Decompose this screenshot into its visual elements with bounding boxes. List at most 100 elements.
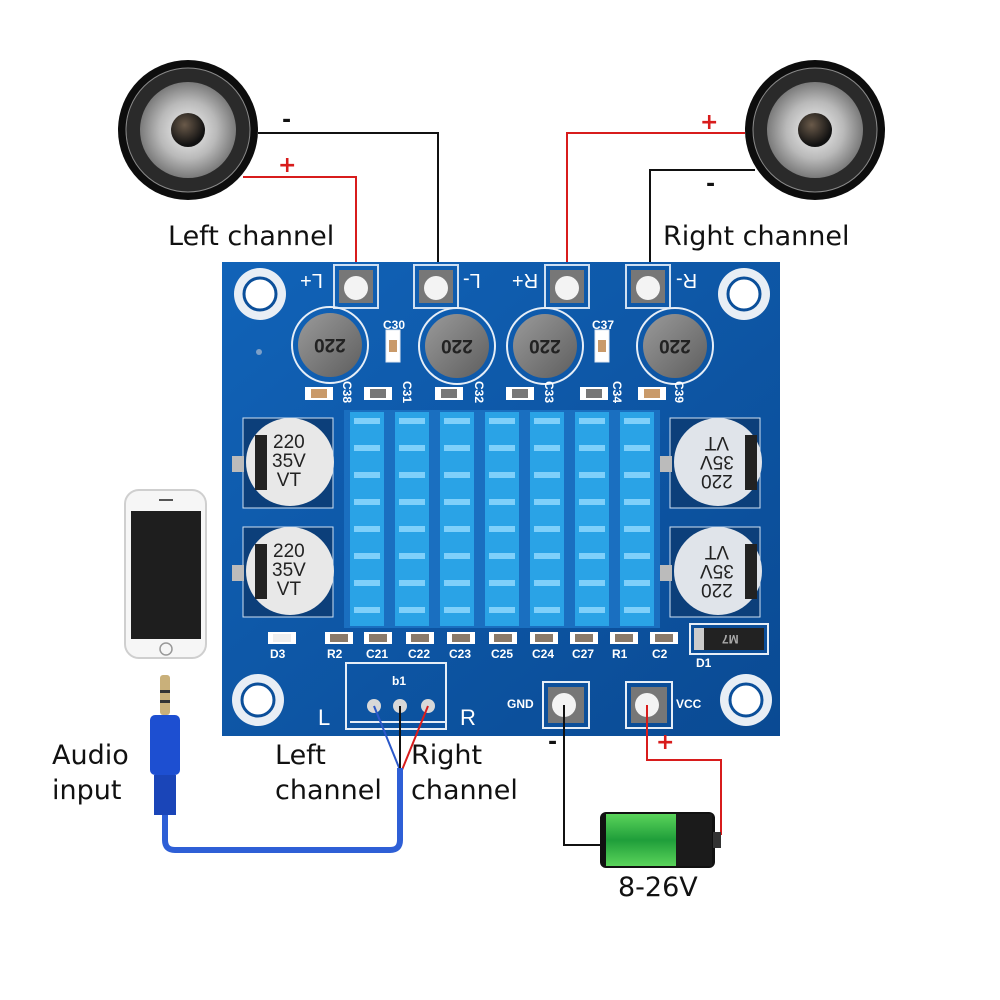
left-speaker-positive-sign: + [278, 153, 297, 178]
heatsink-ridge [444, 418, 470, 424]
heatsink-fin [485, 412, 519, 626]
heatsink-ridge [624, 499, 650, 505]
heatsink-ridge [534, 553, 560, 559]
smd-label: C22 [408, 647, 431, 661]
heatsink-icon [344, 410, 660, 628]
heatsink-ridge [579, 580, 605, 586]
vcc-wire [646, 705, 722, 835]
audio-input-label-line1: Audio [52, 740, 129, 771]
battery-negative-sign: - [548, 730, 558, 755]
mounting-hole-icon [232, 268, 772, 726]
smd-label: D3 [270, 647, 286, 661]
smd-label: C31 [400, 380, 415, 404]
left-speaker-negative-sign: - [282, 108, 292, 133]
heatsink-fin [575, 412, 609, 626]
heatsink-ridge [489, 526, 515, 532]
smd-component-body [575, 634, 593, 642]
heatsink-ridge [489, 472, 515, 478]
smd-label: R2 [327, 647, 343, 661]
left-channel-input-label-line1: Left [275, 740, 326, 771]
heatsink-ridge [354, 499, 380, 505]
heatsink-ridge [534, 499, 560, 505]
heatsink-ridge [579, 607, 605, 613]
smd-component-body [615, 634, 633, 642]
heatsink-ridge [399, 445, 425, 451]
heatsink-fin [530, 412, 564, 626]
smd-component-icon [305, 387, 666, 400]
audio-input-label-line2: input [52, 775, 122, 806]
heatsink-fin [620, 412, 654, 626]
heatsink-ridge [534, 607, 560, 613]
input-right-label: R [460, 705, 476, 730]
heatsink-ridge [444, 445, 470, 451]
ground-wire [563, 705, 600, 846]
heatsink-ridge [624, 445, 650, 451]
heatsink-ridge [399, 580, 425, 586]
heatsink-ridge [399, 607, 425, 613]
left-speaker-negative-wire [258, 132, 439, 288]
heatsink-ridge [534, 418, 560, 424]
right-input-wire [401, 705, 429, 771]
battery-positive-sign: + [656, 730, 675, 755]
smd-label: C21 [366, 647, 389, 661]
heatsink-ridge [534, 472, 560, 478]
right-speaker-negative-sign: - [706, 172, 716, 197]
smd-label: C27 [572, 647, 595, 661]
audio-cable [162, 768, 403, 853]
left-channel-input-label-line2: channel [275, 775, 382, 806]
right-channel-speaker-label: Right channel [663, 221, 850, 252]
cap-label-c30: C30 [383, 318, 406, 332]
left-channel-speaker-label: Left channel [168, 221, 335, 252]
heatsink-ridge [534, 580, 560, 586]
right-speaker-positive-sign: + [700, 110, 719, 135]
diode-label: D1 [696, 656, 712, 670]
vcc-label: VCC [676, 697, 702, 711]
heatsink-ridge [489, 580, 515, 586]
smd-label: C2 [652, 647, 668, 661]
smartphone-icon [124, 489, 207, 659]
smd-label: C24 [532, 647, 555, 661]
smd-label: C39 [672, 380, 687, 404]
smd-component-body [655, 634, 673, 642]
left-input-wire [373, 705, 401, 771]
heatsink-ridge [354, 472, 380, 478]
right-speaker-icon [745, 60, 885, 200]
heatsink-ridge [534, 526, 560, 532]
heatsink-ridge [579, 526, 605, 532]
smd-label: C23 [449, 647, 472, 661]
amplifier-board [222, 262, 780, 736]
smd-label: C25 [491, 647, 514, 661]
heatsink-fin [440, 412, 474, 626]
heatsink-ridge [354, 418, 380, 424]
heatsink-ridge [354, 445, 380, 451]
heatsink-ridge [534, 445, 560, 451]
heatsink-ridge [489, 499, 515, 505]
heatsink-ridge [399, 418, 425, 424]
input-header-label: b1 [392, 674, 407, 688]
heatsink-ridge [579, 445, 605, 451]
heatsink-ridge [579, 418, 605, 424]
heatsink-ridge [399, 472, 425, 478]
heatsink-ridge [624, 472, 650, 478]
heatsink-fin [350, 412, 384, 626]
smd-component-body [273, 634, 291, 642]
smd-component-body [452, 634, 470, 642]
smd-label: C32 [472, 380, 487, 404]
terminal-label-l-minus: L- [463, 269, 481, 291]
right-channel-input-label-line1: Right [411, 740, 483, 771]
inductor-icon [291, 306, 714, 385]
heatsink-ridge [444, 526, 470, 532]
diode-marking: M7 [722, 632, 739, 646]
right-speaker-positive-wire [566, 132, 745, 288]
heatsink-ridge [399, 553, 425, 559]
smd-component-body [411, 634, 429, 642]
heatsink-ridge [489, 607, 515, 613]
audio-jack-icon [150, 675, 180, 815]
heatsink-ridge [444, 553, 470, 559]
terminal-label-l-plus: L+ [300, 269, 323, 291]
terminal-label-r-minus: R- [676, 269, 698, 291]
left-speaker-icon [118, 60, 258, 200]
